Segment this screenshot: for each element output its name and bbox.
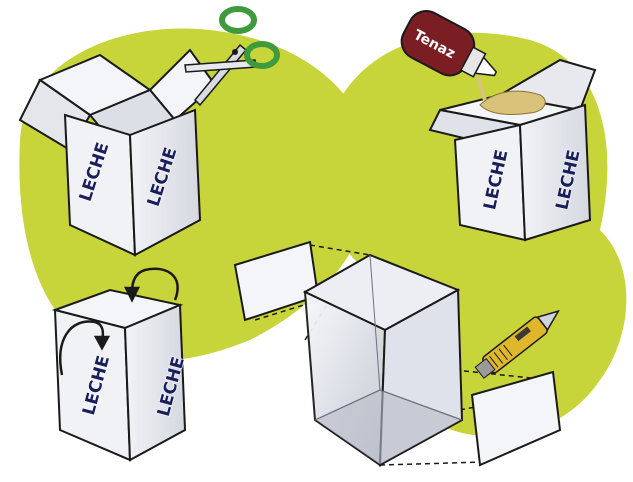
craft-instructions-illustration: LECHE LECHE LECHE LECHE Tenaz xyxy=(0,0,633,482)
